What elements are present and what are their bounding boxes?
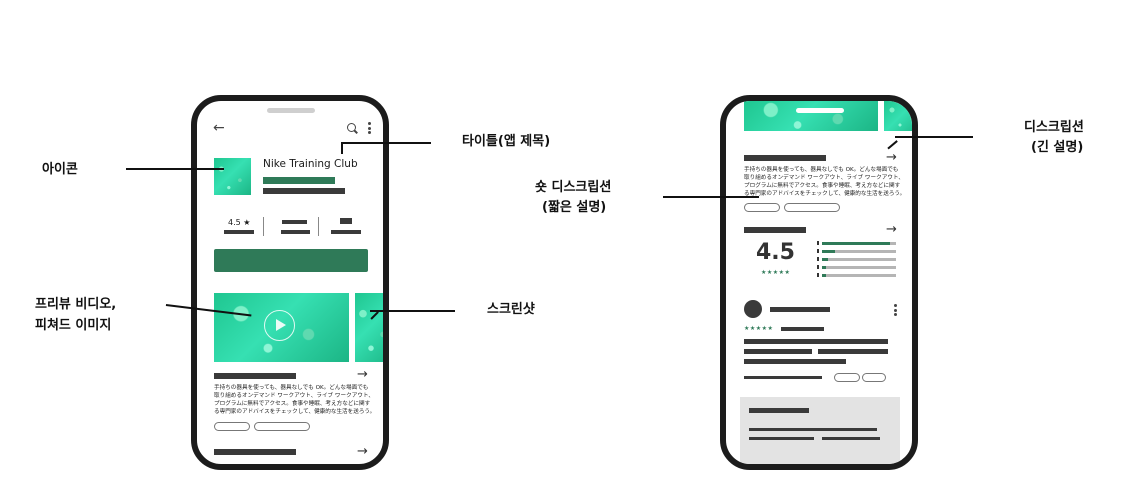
histogram-fill — [822, 242, 891, 245]
stat-divider — [318, 217, 319, 236]
callout-title: 타이틀(앱 제목) — [462, 134, 551, 149]
callout-long-desc-1: 디스크립션 — [1024, 120, 1084, 135]
tag-chip[interactable] — [214, 422, 250, 431]
histogram-fill — [822, 266, 826, 269]
screenshot-thumb — [884, 101, 912, 131]
avatar — [744, 300, 762, 318]
helpful-question-bar — [744, 376, 822, 379]
screenshot-thumb[interactable] — [355, 293, 383, 362]
search-icon-handle — [354, 129, 358, 134]
tag-chip[interactable] — [744, 203, 780, 212]
card-text-bar — [749, 437, 814, 440]
callout-icon: 아이콘 — [42, 162, 78, 177]
more-vert-icon[interactable] — [894, 304, 897, 316]
star-icon: ★ — [243, 218, 251, 227]
section-header-bar — [214, 373, 296, 379]
reviewer-name-bar — [770, 307, 830, 312]
histogram-fill — [822, 250, 836, 253]
description-line: 手持ちの器具を使っても、器具なしでも OK。どんな場面でも — [744, 167, 899, 173]
callout-screenshot: 스크린샷 — [487, 302, 535, 317]
stat-bar — [282, 220, 307, 224]
play-icon[interactable] — [264, 310, 295, 341]
arrow-right-icon[interactable]: → — [357, 444, 368, 459]
description-line: る専門家のアドバイスをチェックして、健康的な生活を送ろう。 — [214, 409, 376, 415]
helpful-no-chip[interactable] — [862, 373, 886, 382]
callout-line — [370, 310, 455, 312]
histogram-tick — [817, 273, 819, 277]
histogram-track — [822, 258, 896, 261]
callout-short-desc-2: (짧은 설명) — [542, 200, 607, 215]
histogram-track — [822, 250, 896, 253]
callout-line — [126, 168, 224, 170]
review-date-bar — [781, 327, 824, 331]
histogram-track — [822, 274, 896, 277]
arrow-right-icon[interactable]: → — [357, 367, 368, 382]
description-line: る専門家のアドバイスをチェックして、健康的な生活を送ろう。 — [744, 191, 906, 197]
category-bar — [263, 188, 345, 194]
card-text-bar — [822, 437, 880, 440]
stat-bar — [281, 230, 310, 234]
tag-chip[interactable] — [254, 422, 310, 431]
review-text-bar — [818, 349, 888, 354]
info-card — [740, 397, 900, 464]
review-text-bar — [744, 359, 846, 364]
review-text-bar — [744, 349, 812, 354]
description-line: プログラムに無料でアクセス。食事や睡眠、考え方などに関す — [744, 183, 901, 189]
review-text-bar — [744, 339, 888, 344]
histogram-fill — [822, 258, 828, 261]
histogram-track — [822, 266, 896, 269]
screenshot-thumb — [744, 101, 878, 131]
back-arrow-icon[interactable]: ← — [213, 120, 225, 136]
arrow-right-icon[interactable]: → — [886, 222, 897, 237]
review-stars: ★★★★★ — [744, 325, 774, 332]
tag-chip[interactable] — [784, 203, 840, 212]
phone-left: ← Nike Training Club 4.5 ★ → 手持ちの器具を使っても… — [191, 95, 389, 470]
callout-short-desc-1: 숏 디스크립션 — [535, 180, 612, 195]
app-title: Nike Training Club — [263, 158, 358, 170]
stat-bar — [340, 218, 352, 224]
description-line: プログラムに無料でアクセス。食事や睡眠、考え方などに関す — [214, 401, 371, 407]
callout-line — [663, 196, 759, 198]
rating-number: 4.5 — [228, 218, 241, 227]
histogram-tick — [817, 265, 819, 269]
histogram-tick — [817, 249, 819, 253]
section-header-bar — [214, 449, 296, 455]
more-vert-icon[interactable] — [368, 122, 371, 134]
callout-line — [341, 142, 343, 154]
card-text-bar — [749, 428, 877, 431]
preview-video[interactable] — [214, 293, 349, 362]
section-header-bar — [744, 155, 826, 161]
histogram-tick — [817, 257, 819, 261]
rating-big: 4.5 — [756, 240, 795, 265]
rating-histogram — [817, 241, 897, 281]
description-line: 取り組めるオンデマンド ワークアウト、ライブ ワークアウト、 — [744, 175, 904, 181]
stat-bar — [331, 230, 361, 234]
search-icon[interactable] — [347, 123, 356, 132]
rating-value: 4.5 ★ — [228, 218, 250, 227]
arrow-right-icon[interactable]: → — [886, 150, 897, 165]
phone-notch — [267, 108, 315, 113]
stat-bar — [224, 230, 254, 234]
description-line: 取り組めるオンデマンド ワークアウト、ライブ ワークアウト、 — [214, 393, 374, 399]
histogram-tick — [817, 241, 819, 245]
card-title-bar — [749, 408, 809, 413]
section-header-bar — [744, 227, 806, 233]
rating-stars: ★★★★★ — [761, 269, 791, 276]
histogram-fill — [822, 274, 827, 277]
stat-divider — [263, 217, 264, 236]
phone-right: → 手持ちの器具を使っても、器具なしでも OK。どんな場面でも 取り組めるオンデ… — [720, 95, 918, 470]
callout-line — [341, 142, 431, 144]
install-button[interactable] — [214, 249, 368, 272]
helpful-yes-chip[interactable] — [834, 373, 860, 382]
phone-notch — [796, 108, 844, 113]
callout-line — [895, 136, 973, 138]
callout-preview-2: 피쳐드 이미지 — [35, 318, 112, 333]
callout-long-desc-2: (긴 설명) — [1031, 140, 1084, 155]
developer-name-bar — [263, 177, 335, 184]
app-icon — [214, 158, 251, 195]
callout-preview-1: 프리뷰 비디오, — [35, 297, 117, 312]
description-line: 手持ちの器具を使っても、器具なしでも OK。どんな場面でも — [214, 385, 369, 391]
